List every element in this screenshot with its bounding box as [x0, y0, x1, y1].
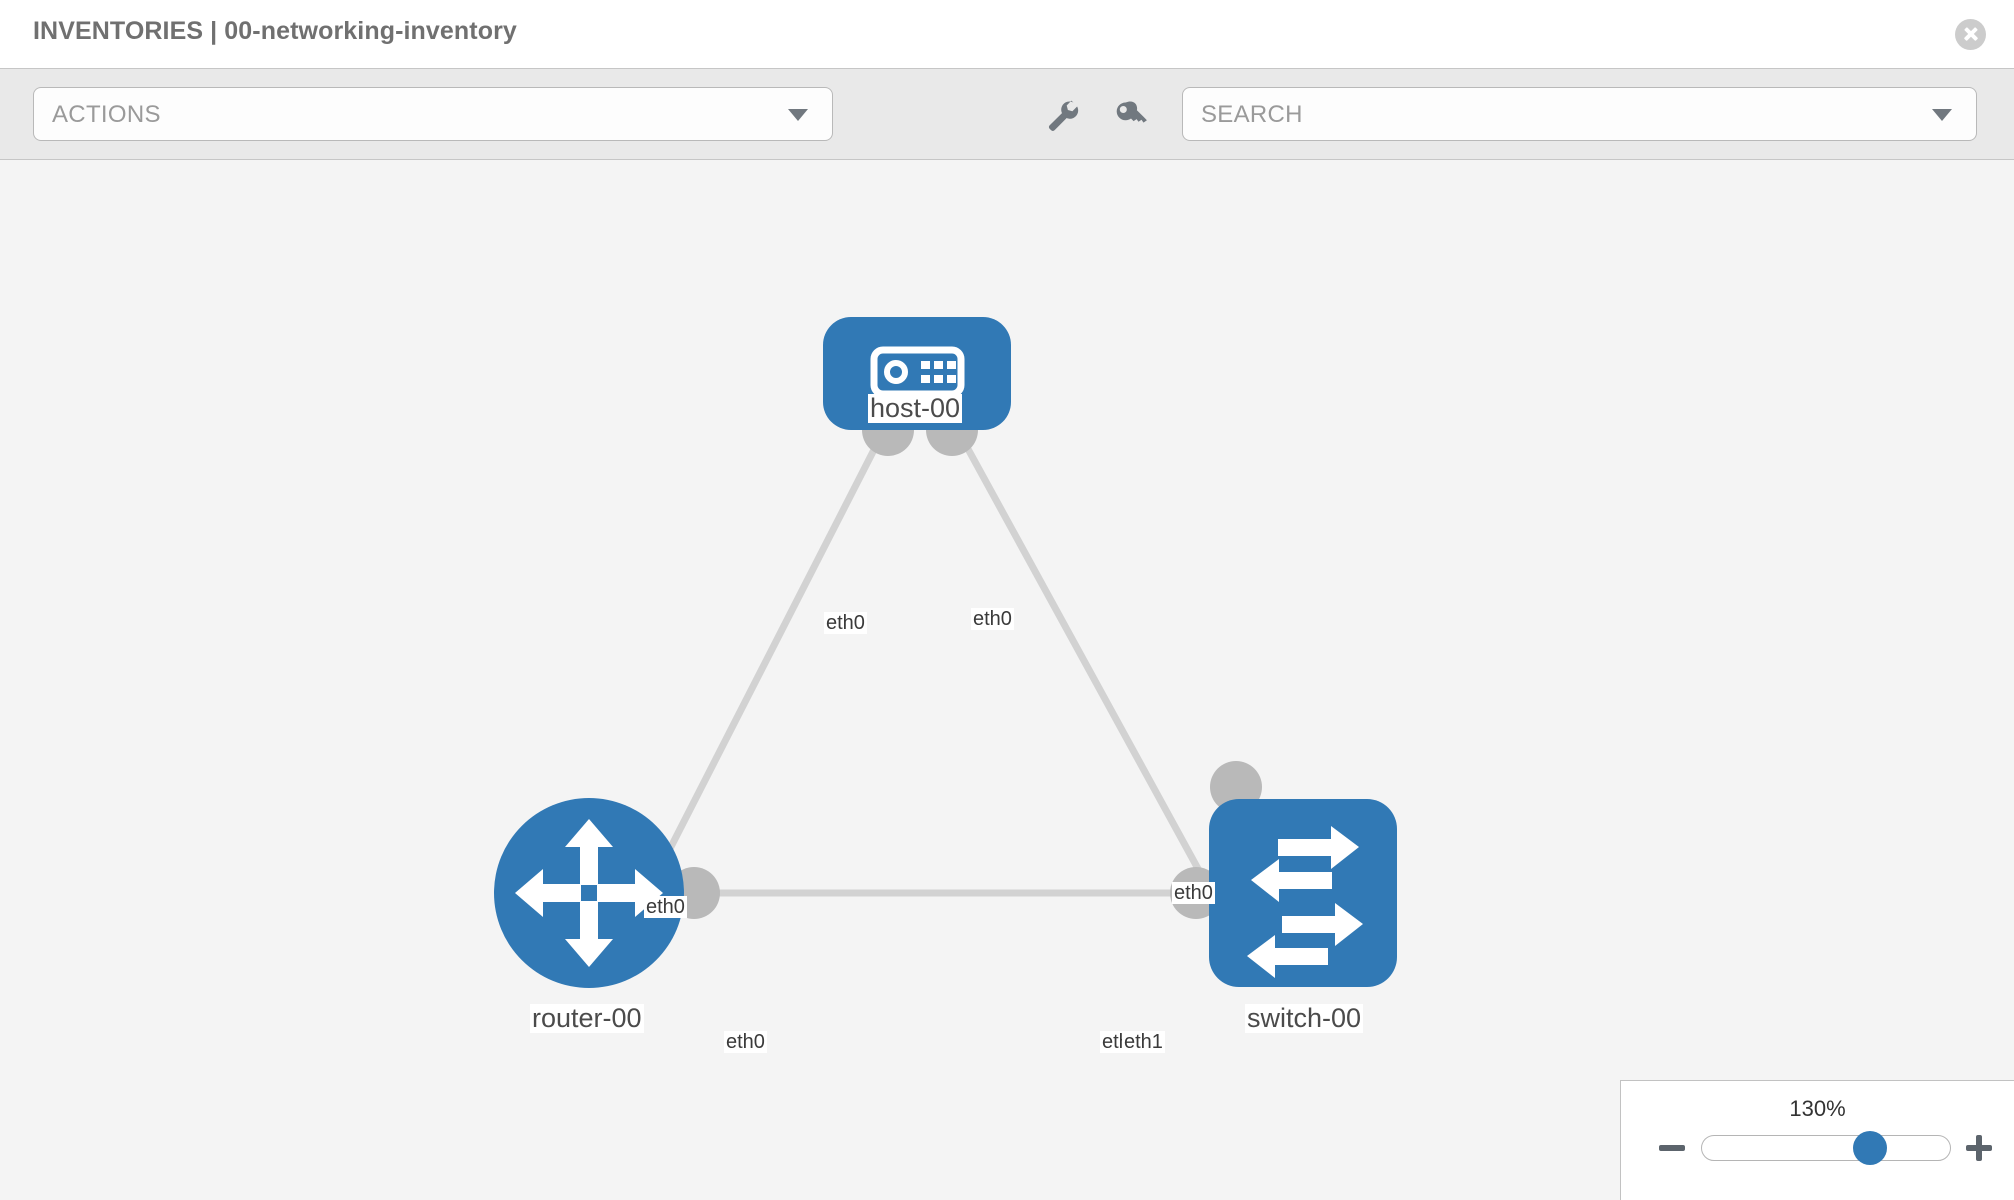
- wrench-icon[interactable]: [1040, 93, 1084, 137]
- plus-icon-vertical: [1976, 1135, 1982, 1161]
- node-label-host-00: host-00: [868, 393, 963, 424]
- actions-dropdown[interactable]: ACTIONS: [33, 87, 833, 141]
- close-icon[interactable]: [1955, 19, 1986, 50]
- page-header: INVENTORIES | 00-networking-inventory: [0, 0, 2014, 68]
- node-switch-00[interactable]: [1209, 799, 1397, 987]
- zoom-in-button[interactable]: [1964, 1133, 1994, 1163]
- chevron-down-icon: [788, 109, 808, 121]
- zoom-level-value: 130%: [1789, 1096, 1846, 1121]
- minus-icon: [1659, 1145, 1685, 1151]
- node-router-00[interactable]: [494, 798, 684, 988]
- topology-canvas[interactable]: host-00 router-00 switch-00 eth0 eth0 et…: [0, 160, 2014, 1200]
- node-router-00-shape[interactable]: [494, 798, 684, 988]
- zoom-slider-thumb[interactable]: [1852, 1131, 1887, 1165]
- key-icon[interactable]: [1108, 93, 1152, 137]
- zoom-out-button[interactable]: [1657, 1133, 1687, 1163]
- search-input-placeholder: SEARCH: [1201, 101, 1303, 128]
- interface-label: eth1: [1122, 1031, 1165, 1053]
- interface-label: eth0: [971, 608, 1014, 630]
- page-title: INVENTORIES | 00-networking-inventory: [33, 17, 517, 45]
- interface-label: eth0: [824, 612, 867, 634]
- topology-graph: [494, 317, 1397, 988]
- node-label-switch-00: switch-00: [1245, 1003, 1364, 1034]
- toolbar: ACTIONS SEARCH: [0, 68, 2014, 160]
- search-input[interactable]: SEARCH: [1182, 87, 1977, 141]
- zoom-slider-track[interactable]: [1701, 1131, 1951, 1165]
- node-label-router-00: router-00: [530, 1003, 644, 1034]
- interface-label: eth0: [644, 896, 687, 918]
- interface-label: eth0: [1172, 882, 1215, 904]
- interface-label: eth0: [724, 1031, 767, 1053]
- topology-connectors: [668, 404, 1262, 919]
- chevron-down-icon: [1932, 109, 1952, 121]
- switch-arrows-icon: [1247, 826, 1363, 978]
- zoom-control-panel: 130%: [1620, 1080, 2014, 1200]
- actions-dropdown-label: ACTIONS: [52, 101, 161, 128]
